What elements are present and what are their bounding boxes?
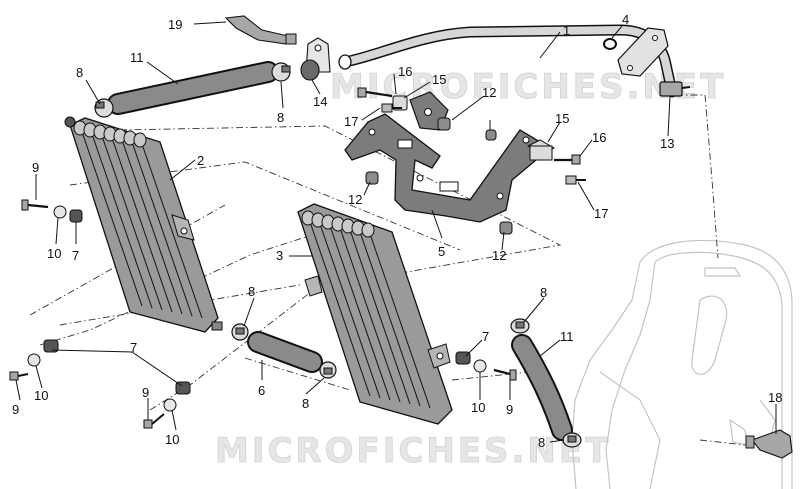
callout-17-right: 17 bbox=[594, 206, 608, 221]
callouts: 1 2 3 4 5 6 7 7 7 8 8 8 8 8 8 9 9 9 9 10… bbox=[12, 12, 782, 450]
bolt-upper bbox=[357, 87, 393, 98]
oil-cooler-left bbox=[64, 116, 223, 333]
grommet-left-upper bbox=[69, 209, 83, 223]
grommet-bottom-center bbox=[175, 381, 191, 395]
hose-clamp-upper-left bbox=[94, 98, 114, 118]
callout-13: 13 bbox=[660, 136, 674, 151]
hose-clamp-upper-right bbox=[271, 62, 291, 82]
washer-left-lower bbox=[27, 353, 41, 367]
washer-right bbox=[565, 175, 586, 185]
union-fitting bbox=[300, 37, 331, 81]
callout-18: 18 bbox=[768, 390, 782, 405]
callout-8-upper-right: 8 bbox=[277, 110, 284, 125]
callout-10-lower-left: 10 bbox=[34, 388, 48, 403]
callout-6: 6 bbox=[258, 383, 265, 398]
bolt-right-lower bbox=[493, 368, 517, 381]
callout-11-lower: 11 bbox=[560, 329, 574, 344]
callout-12-bottom: 12 bbox=[492, 248, 506, 263]
callout-8-lower-top: 8 bbox=[540, 285, 547, 300]
callout-17-top: 17 bbox=[344, 114, 358, 129]
callout-16-right: 16 bbox=[592, 130, 606, 145]
callout-10-upper-left: 10 bbox=[47, 246, 61, 261]
callout-7-upper-left: 7 bbox=[72, 248, 79, 263]
upper-hose bbox=[107, 61, 279, 115]
callout-10-right: 10 bbox=[471, 400, 485, 415]
lower-hose bbox=[511, 334, 573, 441]
callout-15-top: 15 bbox=[432, 72, 446, 87]
callout-16-top: 16 bbox=[398, 64, 412, 79]
callout-8-lower-bottom: 8 bbox=[538, 435, 545, 450]
callout-14: 14 bbox=[313, 94, 327, 109]
washer-left-upper bbox=[53, 205, 67, 219]
washer-bottom-center bbox=[163, 398, 177, 412]
grommets bbox=[365, 117, 513, 235]
hose-clamp-lower-bottom bbox=[562, 432, 582, 448]
washer-upper bbox=[381, 103, 402, 113]
spacer-right bbox=[527, 139, 555, 161]
callout-8-upper-left: 8 bbox=[76, 65, 83, 80]
callout-10-bottom-center: 10 bbox=[165, 432, 179, 447]
connector-hose bbox=[247, 331, 323, 373]
bolt-left-upper bbox=[21, 199, 49, 211]
hose-clamp-middle-left bbox=[231, 323, 249, 341]
flange-and-oring bbox=[603, 27, 669, 77]
callout-9-right: 9 bbox=[506, 402, 513, 417]
callout-2: 2 bbox=[197, 153, 204, 168]
hose-clamp-lower-top bbox=[510, 318, 530, 334]
bolt-bottom-center bbox=[143, 413, 165, 429]
callout-15-right: 15 bbox=[555, 111, 569, 126]
bolt-left-lower bbox=[9, 371, 29, 381]
bolt-right bbox=[554, 154, 581, 165]
upper-fitting bbox=[224, 15, 297, 45]
callout-12-top: 12 bbox=[482, 85, 496, 100]
callout-8-middle-right: 8 bbox=[302, 396, 309, 411]
hose-clamp-middle-right bbox=[319, 361, 337, 379]
grommet-left-lower bbox=[43, 339, 59, 353]
callout-5: 5 bbox=[438, 244, 445, 259]
callout-9-upper-left: 9 bbox=[32, 160, 39, 175]
callout-19: 19 bbox=[168, 17, 182, 32]
callout-leaders bbox=[15, 21, 777, 443]
washer-right-lower bbox=[473, 359, 487, 373]
callout-8-middle-left: 8 bbox=[248, 284, 255, 299]
callout-4: 4 bbox=[622, 12, 629, 27]
callout-7-right: 7 bbox=[482, 329, 489, 344]
callout-11-upper: 11 bbox=[130, 50, 144, 65]
callout-7-lower-left: 7 bbox=[130, 340, 137, 355]
callout-3: 3 bbox=[276, 248, 283, 263]
watermark-bottom: MICROFICHES.NET bbox=[215, 431, 611, 471]
lower-fitting bbox=[745, 429, 793, 459]
callout-12-left: 12 bbox=[348, 192, 362, 207]
oil-cooler-right bbox=[297, 203, 453, 425]
callout-9-bottom-center: 9 bbox=[142, 385, 149, 400]
callout-9-lower-left: 9 bbox=[12, 402, 19, 417]
callout-1: 1 bbox=[563, 23, 570, 38]
spacer-upper bbox=[392, 95, 408, 111]
